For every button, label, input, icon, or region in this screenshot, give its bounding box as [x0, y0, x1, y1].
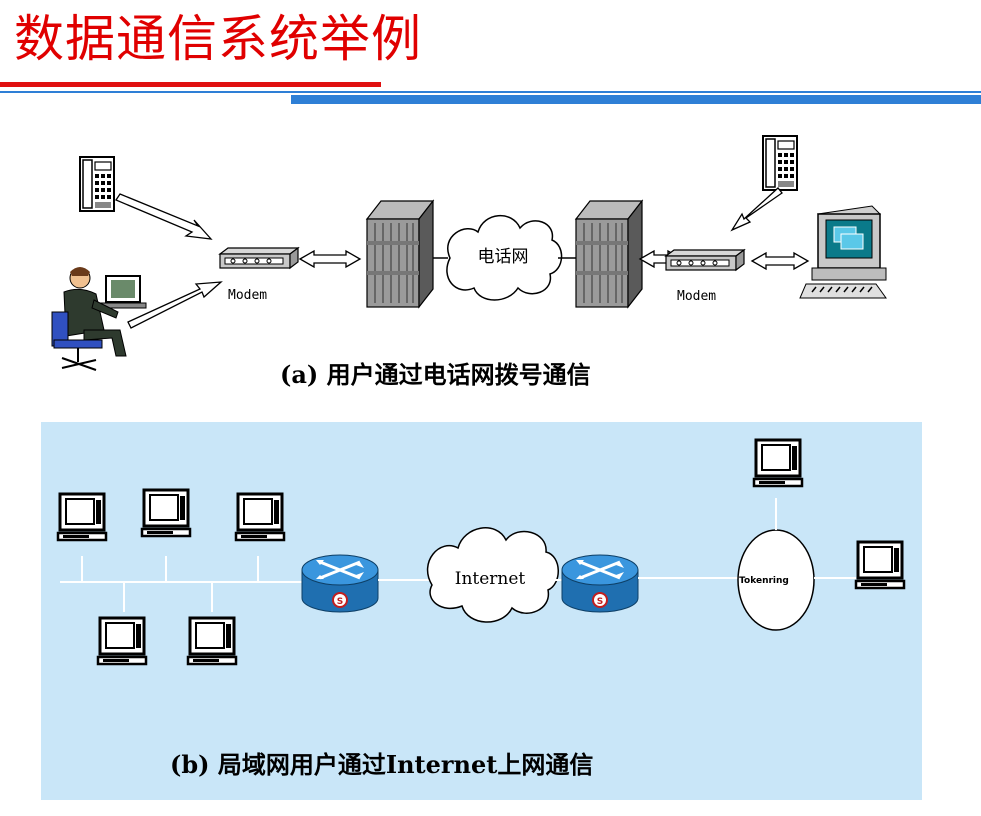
- switch-rack-icon: [366, 200, 434, 308]
- arrow-icon: [127, 281, 223, 329]
- terminal-icon: [96, 616, 148, 666]
- terminal-icon: [854, 540, 906, 590]
- terminal-icon: [186, 616, 238, 666]
- terminal-icon: [140, 488, 192, 538]
- arrow-icon: [730, 187, 783, 232]
- arrow-icon: [115, 193, 213, 240]
- title-underline-blue-thin: [0, 91, 981, 93]
- right-modem-label: Modem: [677, 289, 716, 304]
- telephone-network-label: 电话网: [478, 247, 529, 267]
- router-icon: [300, 553, 380, 614]
- terminal-icon: [234, 492, 286, 542]
- diagram-b-caption: (b) 局域网用户通过Internet上网通信: [170, 750, 594, 779]
- desktop-computer-icon: [799, 205, 887, 299]
- switch-rack-icon: [575, 200, 643, 308]
- left-modem-label: Modem: [228, 288, 267, 303]
- terminal-icon: [56, 492, 108, 542]
- double-arrow-icon: [298, 249, 362, 269]
- diagram-a-caption: (a) 用户通过电话网拨号通信: [280, 360, 591, 389]
- slide-title: 数据通信系统举例: [14, 10, 422, 68]
- modem-icon: [219, 247, 299, 269]
- cloud-icon: [426, 527, 559, 623]
- cloud-icon: [446, 214, 563, 301]
- token-ring-label: Tokenring: [739, 576, 789, 586]
- diagram-b: Internet Tokenring: [56, 438, 906, 666]
- diagram-a: Modem 电话网 Modem: [51, 135, 887, 371]
- terminal-icon: [752, 438, 804, 488]
- title-underline-red: [0, 82, 381, 87]
- internet-label: Internet: [455, 569, 526, 589]
- double-arrow-icon: [750, 251, 810, 271]
- modem-icon: [665, 249, 745, 271]
- router-icon: [560, 553, 640, 614]
- user-at-computer-icon: [51, 267, 147, 371]
- telephone-icon: [762, 135, 798, 191]
- title-underline-blue-thick: [291, 95, 981, 104]
- telephone-icon: [79, 156, 115, 212]
